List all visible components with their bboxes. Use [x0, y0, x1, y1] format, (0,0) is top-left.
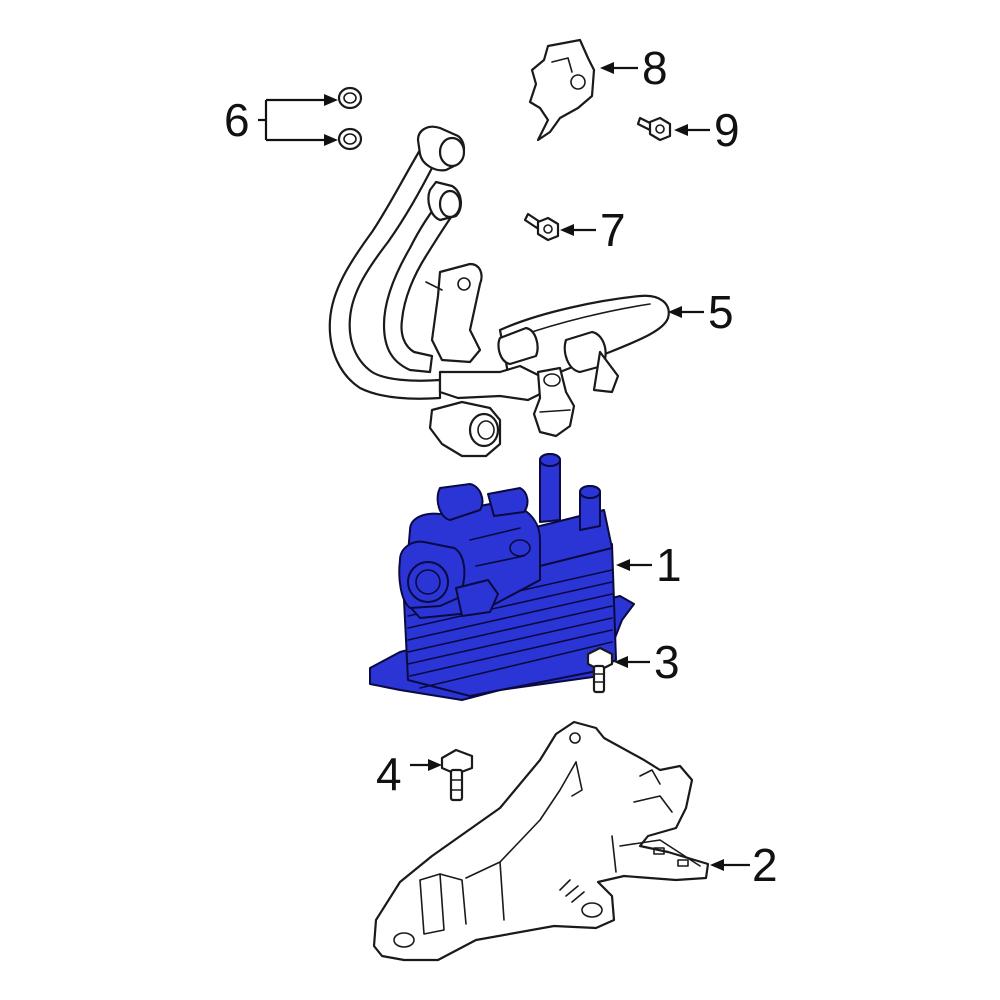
part-6-o-rings[interactable]: [337, 86, 363, 151]
callout-4-label: 4: [376, 748, 402, 800]
part-7-bolt[interactable]: [523, 212, 560, 242]
part-3-bolt[interactable]: [586, 646, 614, 694]
part-5-coolant-lines[interactable]: [328, 125, 670, 458]
part-9-bolt[interactable]: [636, 116, 672, 142]
callout-7-label: 7: [600, 204, 626, 256]
callout-3-label: 3: [654, 636, 680, 688]
part-4-bolt[interactable]: [440, 748, 474, 802]
callout-1-label: 1: [656, 539, 682, 591]
callout-9-label: 9: [714, 104, 740, 156]
part-1-oil-cooler[interactable]: [369, 453, 635, 701]
callout-7: 7: [560, 204, 626, 256]
callout-2-label: 2: [752, 839, 778, 891]
callout-5-label: 5: [708, 286, 734, 338]
callout-6-label: 6: [224, 94, 250, 146]
part-2-bracket[interactable]: [372, 720, 710, 962]
callout-4: 4: [376, 748, 442, 800]
callout-3: 3: [614, 636, 680, 688]
callout-5: 5: [668, 286, 734, 338]
callout-8: 8: [600, 42, 668, 94]
callout-8-label: 8: [642, 42, 668, 94]
callout-2: 2: [710, 839, 778, 891]
callout-9: 9: [674, 104, 740, 156]
callout-1: 1: [616, 539, 682, 591]
callout-6: 6: [224, 94, 338, 146]
part-8-bracket[interactable]: [528, 38, 596, 142]
